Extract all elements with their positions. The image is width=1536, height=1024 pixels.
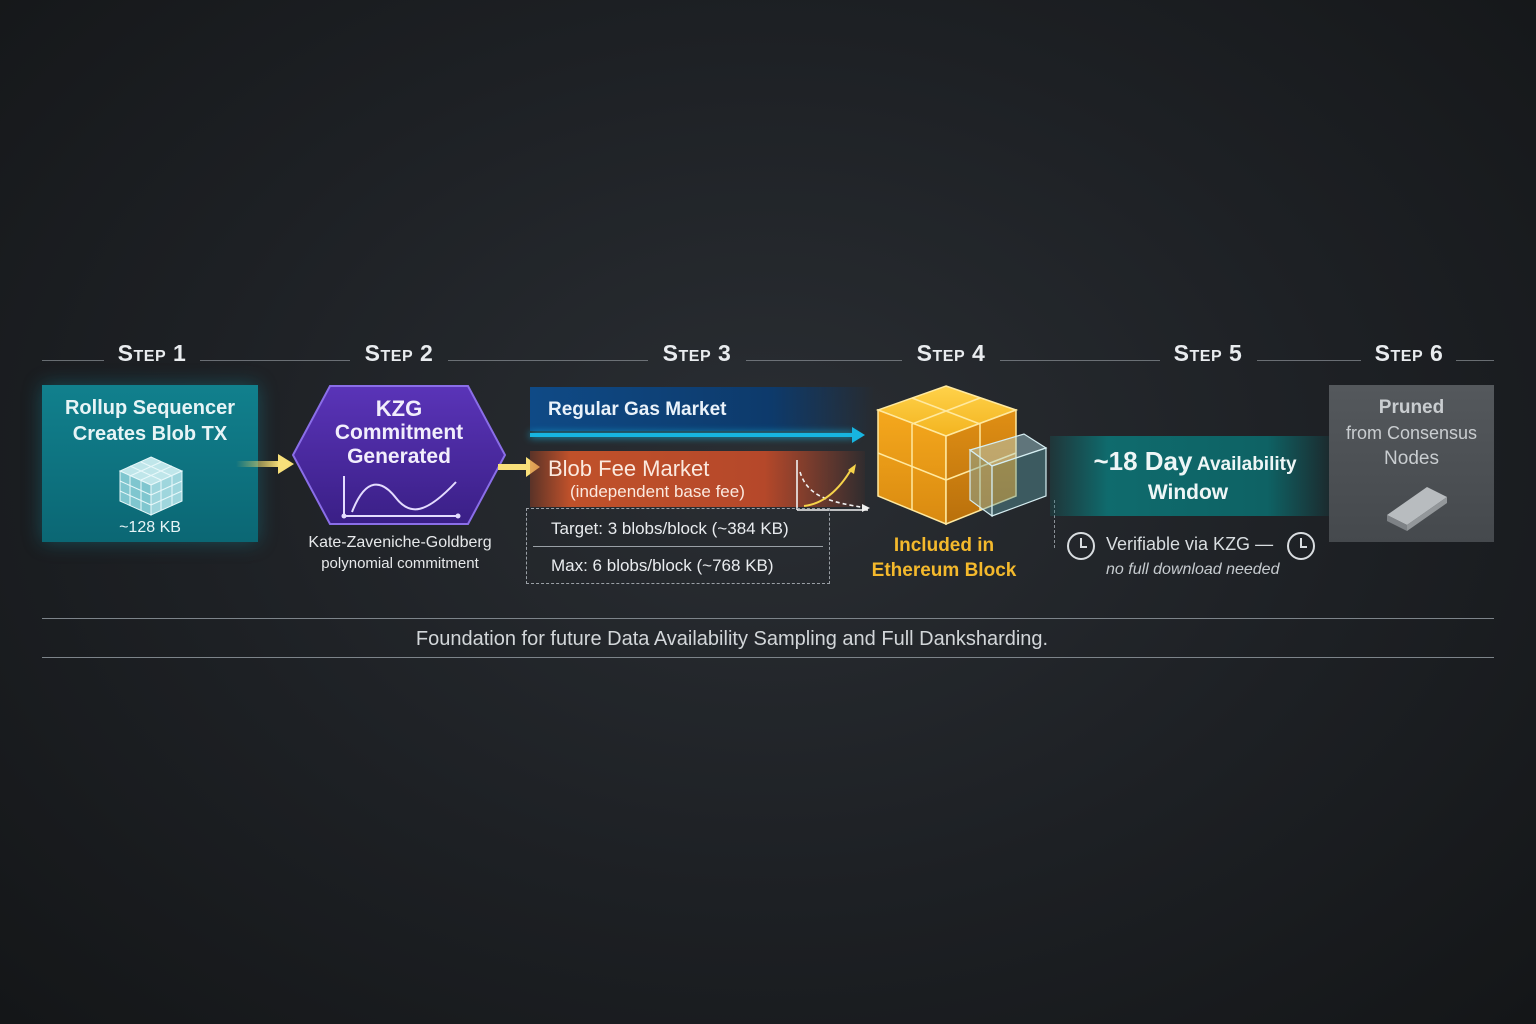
step-4-label-line1: Included in: [893, 535, 995, 556]
step-2-title-line2: Commitment: [334, 421, 464, 444]
fee-curve-chart-icon: [796, 460, 870, 512]
step-rule: [1257, 360, 1361, 361]
step-6-pruned-box: Pruned from Consensus Nodes: [1329, 385, 1494, 542]
blob-cube-icon: [118, 456, 184, 516]
blob-fee-market-sublabel: (independent base fee): [570, 482, 745, 501]
availability-title-line1: ~18 Day Availability: [1050, 446, 1340, 477]
step-rule: [42, 360, 104, 361]
step-5-title: Step 5: [1173, 340, 1243, 366]
gas-market-arrow: [530, 433, 855, 437]
footer-top-rule: [42, 618, 1494, 619]
clock-icon: [1287, 532, 1315, 560]
footer-bottom-rule: [42, 657, 1494, 658]
verify-line2: no full download needed: [1106, 561, 1280, 578]
step-rule: [200, 360, 350, 361]
step-6-title: Step 6: [1374, 340, 1444, 366]
ethereum-block-cube-icon: [875, 385, 1048, 526]
eraser-icon: [1387, 487, 1447, 531]
availability-days: ~18 Day: [1093, 446, 1193, 476]
step-4-label-line2: Ethereum Block: [871, 560, 1017, 581]
availability-title-line2: Window: [1147, 481, 1229, 504]
step-2-title-line3: Generated: [347, 445, 451, 468]
step-2-kzg-hexagon: [292, 385, 506, 525]
step-3-title: Step 3: [662, 340, 732, 366]
regular-gas-market-bar: Regular Gas Market: [530, 387, 875, 431]
arrow-head-icon: [852, 427, 865, 443]
step-rule: [1000, 360, 1160, 361]
step-2-title: Step 2: [364, 340, 434, 366]
step-2-title-line1: KZG: [375, 396, 423, 421]
step-1-size: ~128 KB: [119, 519, 181, 536]
availability-window-band: ~18 Day Availability Window: [1050, 436, 1340, 516]
step-6-line1: Pruned: [1378, 397, 1445, 418]
dashed-connector: [1054, 500, 1055, 548]
step-rule: [746, 360, 902, 361]
blob-fee-market-bar: Blob Fee Market (independent base fee): [530, 451, 865, 507]
spec-divider: [533, 546, 823, 547]
blob-limits-box: Target: 3 blobs/block (~384 KB) Max: 6 b…: [526, 508, 830, 584]
step-1-title: Step 1: [117, 340, 187, 366]
verify-line1: Verifiable via KZG —: [1106, 534, 1274, 554]
blob-target-spec: Target: 3 blobs/block (~384 KB): [551, 519, 789, 538]
step-6-line2: from Consensus: [1345, 423, 1478, 443]
step-1-title-line1: Rollup Sequencer: [64, 397, 236, 419]
polynomial-curve-icon: [341, 476, 461, 519]
footer-text: Foundation for future Data Availability …: [415, 628, 1049, 650]
regular-gas-market-label: Regular Gas Market: [548, 399, 727, 420]
step-rule: [448, 360, 648, 361]
step-1-rollup-box: Rollup Sequencer Creates Blob TX ~128 KB: [42, 385, 258, 542]
step-6-line3: Nodes: [1384, 448, 1439, 469]
step-2-caption-line1: Kate-Zaveniche-Goldberg: [308, 534, 492, 551]
blob-fee-market-label: Blob Fee Market: [548, 456, 710, 481]
step-2-caption-line2: polynomial commitment: [321, 555, 479, 572]
clock-icon: [1067, 532, 1095, 560]
flow-arrow: [236, 454, 294, 474]
step-rule: [1456, 360, 1494, 361]
step-1-title-line2: Creates Blob TX: [72, 423, 228, 445]
blob-max-spec: Max: 6 blobs/block (~768 KB): [551, 556, 774, 575]
availability-label: Availability: [1196, 454, 1297, 475]
step-4-title: Step 4: [916, 340, 986, 366]
